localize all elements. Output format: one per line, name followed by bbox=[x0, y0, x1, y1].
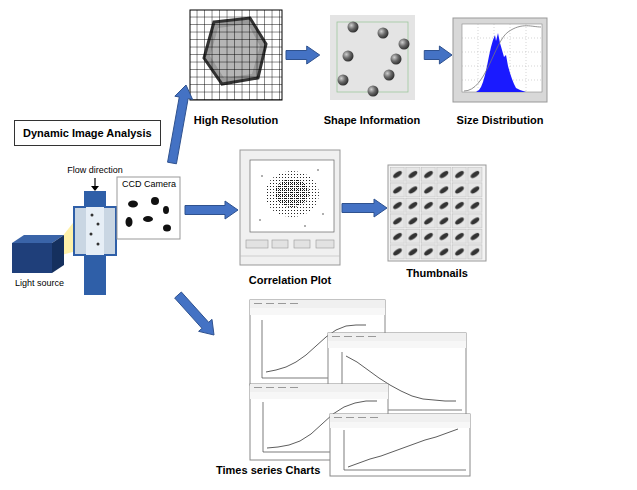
panel-caption: Correlation Plot bbox=[238, 274, 342, 286]
panel-caption: Size Distribution bbox=[452, 114, 548, 126]
panel-caption: Times series Charts bbox=[216, 464, 320, 476]
flow-cell-figure: Flow directionCCD CameraLight source bbox=[5, 163, 185, 295]
block-arrow bbox=[342, 199, 387, 217]
high-resolution-image bbox=[190, 10, 282, 100]
thumbnail-grid bbox=[388, 165, 486, 261]
chart-panel: Times series Charts bbox=[214, 298, 472, 478]
method-label-box: Dynamic Image Analysis bbox=[14, 120, 161, 146]
panel-caption: Shape Information bbox=[320, 114, 425, 126]
figure-label: Light source bbox=[15, 278, 64, 288]
image-panel: Thumbnails bbox=[387, 163, 487, 281]
scatter-window bbox=[240, 150, 340, 265]
time-series-window bbox=[330, 414, 470, 476]
panel-caption: High Resolution bbox=[186, 114, 286, 126]
block-arrow bbox=[424, 46, 452, 64]
image-panel: Shape Information bbox=[320, 6, 425, 128]
block-arrow bbox=[185, 201, 238, 219]
chart-panel: Correlation Plot bbox=[238, 148, 342, 288]
histogram-chart bbox=[453, 18, 547, 102]
block-arrow bbox=[175, 292, 214, 335]
figure-label: Flow direction bbox=[67, 165, 123, 175]
box-label: Dynamic Image Analysis bbox=[23, 127, 152, 139]
image-panel: High Resolution bbox=[186, 6, 286, 128]
block-arrow bbox=[168, 85, 193, 164]
panel-caption: Thumbnails bbox=[387, 267, 487, 279]
block-arrow bbox=[286, 46, 320, 64]
flow-cell-illustration bbox=[12, 177, 180, 295]
chart-panel: Size Distribution bbox=[452, 6, 548, 128]
figure-label: CCD Camera bbox=[122, 179, 176, 189]
particle-image bbox=[330, 15, 415, 100]
